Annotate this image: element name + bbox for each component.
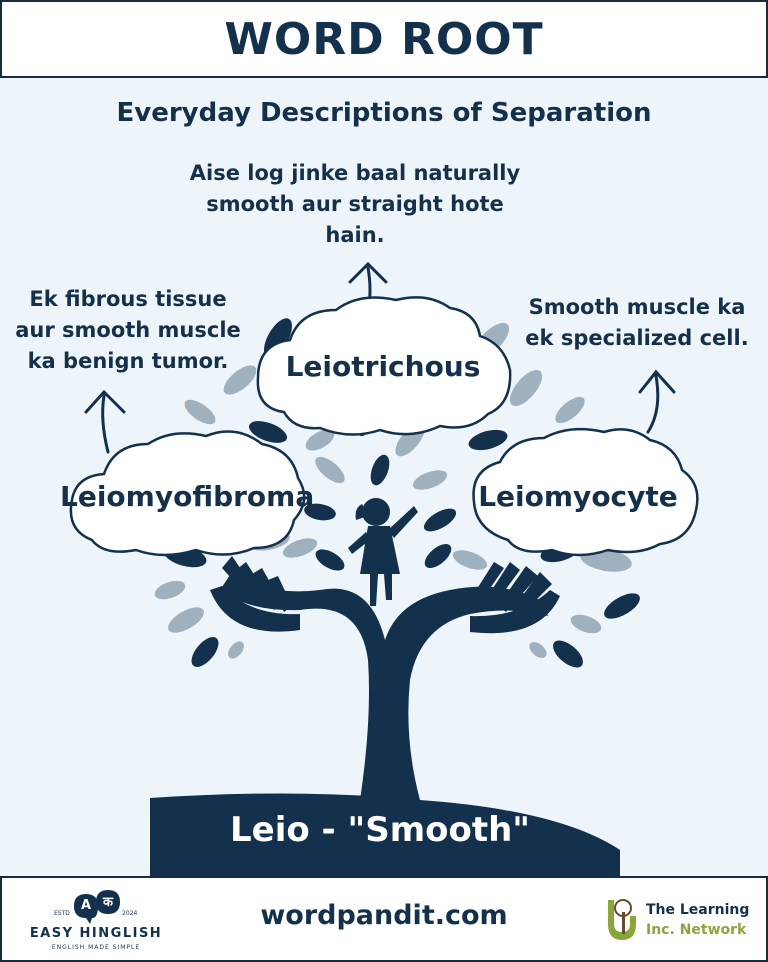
leaf	[529, 642, 547, 658]
tree-u-icon	[608, 899, 636, 940]
description-leiotrichous: Aise log jinke baal naturally smooth aur…	[189, 161, 521, 247]
leaf	[509, 369, 543, 407]
leaf	[423, 508, 457, 532]
learning-inc-text: The Learning Inc. Network	[646, 900, 749, 940]
arrow-right	[638, 369, 676, 434]
leaf	[570, 614, 602, 634]
leaf	[553, 640, 583, 668]
subtitle: Everyday Descriptions of Separation	[116, 98, 652, 128]
easy-hinglish-tagline: ENGLISH MADE SIMPLE	[51, 944, 141, 951]
leaf	[468, 429, 508, 451]
learning-inc-line1: The Learning	[646, 902, 750, 918]
arrows	[84, 261, 676, 454]
footer-bar: ESTD 2024 A क EASY HINGLISH ENGLISH MADE…	[0, 876, 768, 962]
description-leiomyofibroma: Ek fibrous tissue aur smooth muscle ka b…	[15, 287, 241, 373]
leaf	[424, 544, 452, 568]
leaf	[305, 429, 335, 451]
speech-bubble-icon	[74, 890, 120, 924]
leaf	[304, 503, 336, 521]
leaf	[168, 607, 204, 633]
root-mound	[150, 793, 620, 876]
leaf	[191, 637, 219, 667]
right-hand	[470, 562, 560, 634]
learning-inc-line2: Inc. Network	[646, 922, 747, 938]
page-title: WORD ROOT	[224, 13, 544, 65]
leaf	[248, 421, 288, 443]
glyph-ka: क	[103, 895, 113, 910]
leaf	[370, 454, 390, 486]
word-leiotrichous: Leiotrichous	[285, 350, 481, 383]
word-leiomyofibroma: Leiomyofibroma	[60, 480, 315, 513]
leaf	[315, 456, 345, 484]
estd-year: 2024	[122, 910, 138, 917]
glyph-a: A	[80, 898, 92, 913]
leaf	[555, 396, 585, 424]
learning-inc-logo: The Learning Inc. Network	[602, 888, 762, 952]
leaf	[452, 550, 488, 570]
tree-trunk	[220, 575, 548, 800]
leaf	[315, 549, 345, 571]
description-leiomyocyte: Smooth muscle ka ek specialized cell.	[525, 295, 749, 350]
left-hand	[210, 556, 300, 632]
header-bar: WORD ROOT	[0, 0, 768, 78]
estd-label: ESTD	[54, 910, 70, 917]
leaf	[184, 399, 216, 425]
leaf	[223, 365, 257, 395]
leaf	[282, 538, 318, 558]
leaf	[228, 641, 244, 659]
word-leiomyocyte: Leiomyocyte	[478, 480, 678, 513]
cloud-right	[472, 427, 699, 557]
leaf	[412, 470, 448, 490]
leaf	[154, 580, 186, 600]
easy-hinglish-logo: ESTD 2024 A क EASY HINGLISH ENGLISH MADE…	[26, 888, 166, 952]
cloud-left	[69, 430, 306, 557]
website-link[interactable]: wordpandit.com	[260, 900, 508, 931]
arrow-left	[84, 389, 126, 454]
root-label: Leio - "Smooth"	[229, 810, 531, 850]
leaf	[604, 593, 640, 619]
easy-hinglish-name: EASY HINGLISH	[29, 926, 163, 941]
child-figure	[348, 498, 418, 606]
cloud-top	[256, 296, 512, 436]
